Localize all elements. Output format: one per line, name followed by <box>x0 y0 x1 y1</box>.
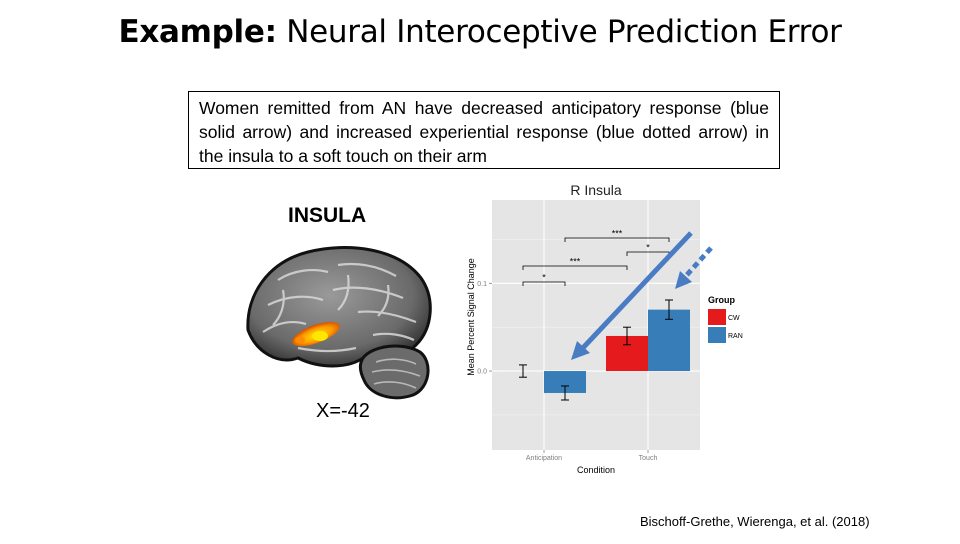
dotted-arrow-shaft <box>683 246 713 279</box>
legend-swatch <box>708 309 726 325</box>
slice-coordinate-label: X=-42 <box>316 400 370 422</box>
solid-arrow-shaft <box>578 231 693 353</box>
caption-box: Women remitted from AN have decreased an… <box>188 91 780 169</box>
caption-text: Women remitted from AN have decreased an… <box>199 98 769 166</box>
x-tick-label: Touch <box>639 455 658 462</box>
significance-bracket <box>564 237 670 242</box>
dotted-arrow-head <box>675 271 692 289</box>
legend-label: CW <box>728 315 740 322</box>
y-tick-label: 0.0 <box>477 369 487 376</box>
title-bold: Example: <box>118 14 277 50</box>
x-axis-label: Condition <box>577 465 615 475</box>
legend-title: Group <box>708 295 735 305</box>
legend-swatch <box>708 327 726 343</box>
significance-label: *** <box>612 229 623 239</box>
y-tick-label: 0.1 <box>477 281 487 288</box>
chart-title: R Insula <box>570 182 622 198</box>
brain-image <box>238 240 438 410</box>
bar <box>648 309 690 372</box>
significance-bracket <box>522 281 566 286</box>
significance-label: * <box>646 243 650 253</box>
significance-label: *** <box>570 257 581 267</box>
y-axis-label: Mean Percent Signal Change <box>466 258 476 376</box>
solid-arrow-head <box>571 341 590 360</box>
brain-region-label: INSULA <box>288 204 367 227</box>
title-rest: Neural Interoceptive Prediction Error <box>286 14 842 50</box>
citation: Bischoff-Grethe, Wierenga, et al. (2018) <box>640 514 870 529</box>
brain-sagittal-slice <box>246 246 432 400</box>
significance-bracket <box>522 265 628 270</box>
bar <box>544 371 586 393</box>
x-tick-label: Anticipation <box>526 455 562 462</box>
significance-label: * <box>542 273 546 283</box>
legend-label: RAN <box>728 333 743 340</box>
slide-title: Example: Neural Interoceptive Prediction… <box>0 14 960 50</box>
